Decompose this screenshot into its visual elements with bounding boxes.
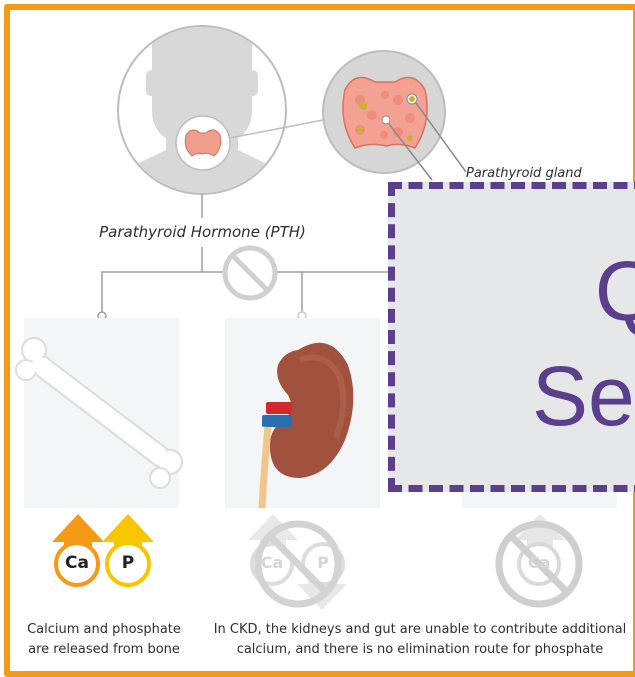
calcium-badge-label-faded: Ca xyxy=(252,553,292,573)
calcium-up-indicator xyxy=(52,514,104,585)
overlay-text-line-2: Se xyxy=(532,354,635,438)
pth-label: Parathyroid Hormone (PTH) xyxy=(80,222,325,242)
bone-caption-line-2: are released from bone xyxy=(14,640,194,660)
phosphate-up-indicator xyxy=(102,514,154,585)
gland-pointer-node xyxy=(382,116,390,124)
calcium-badge-label-gut: Ca xyxy=(519,553,559,573)
parathyroid-gland-label: Parathyroid gland xyxy=(466,164,606,184)
gland-node xyxy=(359,102,367,110)
bone-caption-line-1: Calcium and phosphate xyxy=(14,620,194,640)
overlay-dialog[interactable]: Q Se xyxy=(388,182,635,492)
calcium-badge-label: Ca xyxy=(57,553,97,573)
parathyroid-zoom xyxy=(323,51,466,180)
neck-illustration xyxy=(114,22,290,200)
bone-caption: Calcium and phosphate are released from … xyxy=(14,620,194,660)
blocked-icon xyxy=(225,248,275,298)
overlay-text-line-1: Q xyxy=(595,249,635,333)
ckd-caption-line-1: In CKD, the kidneys and gut are unable t… xyxy=(210,620,630,640)
phosphate-badge-label-faded: P xyxy=(303,553,343,573)
ckd-caption-line-2: calcium, and there is no elimination rou… xyxy=(210,640,630,660)
phosphate-badge-label: P xyxy=(108,553,148,573)
ckd-caption: In CKD, the kidneys and gut are unable t… xyxy=(210,620,630,660)
